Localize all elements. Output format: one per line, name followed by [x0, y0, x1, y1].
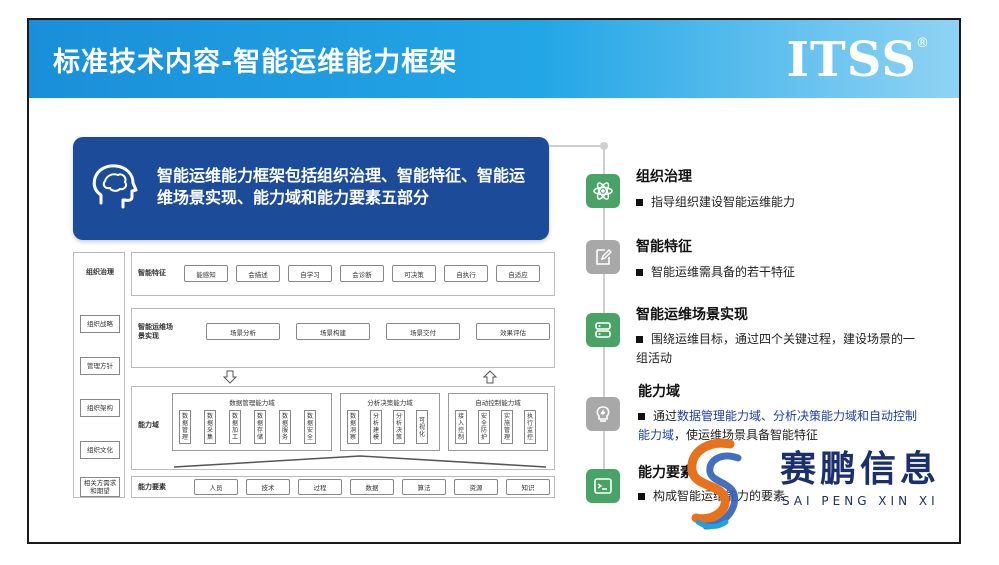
feature-pill: 自学习	[288, 265, 332, 282]
domain-item: 数据存储	[254, 410, 266, 444]
summary-box: 智能运维能力框架包括组织治理、智能特征、智能运维场景实现、能力域和能力要素五部分	[73, 137, 549, 240]
domain-item: 可视化	[416, 410, 428, 444]
item-desc: 围绕运维目标，通过四个关键过程，建设场景的一组活动	[636, 332, 916, 365]
framework-diagram: 组织治理 组织战略 管理方针 组织架构 组织文化 相关方需求和期望 智能特征 能…	[73, 252, 555, 498]
item-title: 智能运维场景实现	[636, 307, 748, 323]
domain-item: 数据采集	[204, 410, 216, 444]
edit-doc-icon	[586, 240, 620, 274]
domain-item: 数据洞察	[347, 410, 359, 444]
item-desc: 指导组织建设智能运维能力	[636, 193, 926, 212]
elements-row: 能力要素 人员 技术 过程 数据 算法 资源 知识	[131, 476, 555, 498]
scene-row: 智能运维场景实现 场景分析 场景构建 场景交付 效果评估	[131, 308, 555, 368]
registered-mark: ®	[916, 36, 929, 51]
governance-item: 组织文化	[80, 441, 120, 459]
domain-item: 分析建模	[370, 410, 382, 444]
domain-item: 实施管理	[501, 410, 513, 444]
item-title: 智能特征	[636, 239, 692, 255]
scene-pill: 效果评估	[476, 323, 550, 340]
element-pill: 数据	[350, 479, 394, 495]
scene-pill: 场景构建	[296, 323, 370, 340]
connector-line	[549, 145, 605, 147]
item-desc: 智能运维需具备的若干特征	[636, 263, 926, 282]
scene-pill: 场景交付	[386, 323, 460, 340]
item-title: 组织治理	[636, 169, 692, 185]
element-pill: 技术	[246, 479, 290, 495]
scene-label: 智能运维场景实现	[138, 323, 173, 340]
summary-text: 智能运维能力框架包括组织治理、智能特征、智能运维场景实现、能力域和能力要素五部分	[157, 166, 526, 207]
control-domain-box: 自动控制能力域 接入控制 安全防护 实施管理 执行监控	[448, 393, 548, 451]
element-pill: 过程	[298, 479, 342, 495]
up-arrow-icon	[483, 370, 497, 384]
item-title: 能力域	[638, 384, 680, 400]
element-pill: 人员	[194, 479, 238, 495]
item-desc: 通过数据管理能力域、分析决策能力域和自动控制能力域，使运维场景具备智能特征	[638, 409, 918, 442]
saipeng-logo-icon	[687, 438, 742, 530]
feature-pill: 会描述	[236, 265, 280, 282]
watermark-en: SAI PENG XIN XI	[782, 494, 939, 508]
head-brain-icon	[92, 164, 138, 209]
domain-item: 接入控制	[455, 410, 467, 444]
server-icon	[586, 313, 620, 347]
element-pill: 算法	[402, 479, 446, 495]
control-domain-title: 自动控制能力域	[475, 399, 521, 407]
down-arrow-icon	[223, 370, 237, 384]
data-domain-box: 数据管理能力域 数据管理 数据采集 数据加工 数据存储 数据服务 数据安全	[172, 393, 332, 451]
domain-item: 数据管理	[179, 410, 191, 444]
governance-item: 组织战略	[80, 315, 120, 333]
feature-pill: 自适应	[496, 265, 540, 282]
domain-item: 执行监控	[524, 410, 536, 444]
elements-label: 能力要素	[138, 483, 166, 491]
connector-dot	[600, 142, 608, 150]
page-title: 标准技术内容-智能运维能力框架	[53, 47, 458, 78]
feature-pill: 能感知	[184, 265, 228, 282]
governance-item: 相关方需求和期望	[80, 477, 120, 497]
watermark-cn: 赛鹏信息	[780, 449, 941, 490]
governance-title: 组织治理	[86, 268, 114, 276]
bulb-icon	[586, 397, 620, 431]
domain-item: 安全防护	[478, 410, 490, 444]
slide: 标准技术内容-智能运维能力框架 ITSS ® 智能运维能力框架包括组织治理、智能…	[27, 18, 961, 544]
itss-logo: ITSS	[786, 32, 917, 88]
support-bracket-icon	[173, 455, 547, 468]
terminal-icon	[586, 469, 620, 503]
data-domain-title: 数据管理能力域	[229, 399, 275, 407]
domain-label: 能力域	[138, 421, 159, 429]
element-pill: 资源	[454, 479, 498, 495]
feature-pill: 自执行	[444, 265, 488, 282]
governance-item: 管理方针	[80, 357, 120, 375]
scene-pill: 场景分析	[206, 323, 280, 340]
domain-item: 分析决策	[393, 410, 405, 444]
analysis-domain-title: 分析决策能力域	[367, 399, 413, 407]
features-label: 智能特征	[138, 269, 166, 277]
governance-column: 组织治理 组织战略 管理方针 组织架构 组织文化 相关方需求和期望	[73, 252, 125, 498]
company-watermark: 赛鹏信息 SAI PENG XIN XI	[672, 432, 972, 532]
feature-pill: 可决策	[392, 265, 436, 282]
atom-icon	[586, 174, 620, 208]
domain-row: 能力域 数据管理能力域 数据管理 数据采集 数据加工 数据存储 数据服务 数据安…	[131, 386, 555, 470]
domain-item: 数据服务	[279, 410, 291, 444]
domain-item: 数据安全	[304, 410, 316, 444]
feature-pill: 会诊断	[340, 265, 384, 282]
item-title: 能力要素	[638, 465, 694, 481]
title-banner: 标准技术内容-智能运维能力框架 ITSS ®	[29, 20, 959, 98]
features-row: 智能特征 能感知 会描述 自学习 会诊断 可决策 自执行 自适应	[131, 252, 555, 296]
element-pill: 知识	[506, 479, 550, 495]
analysis-domain-box: 分析决策能力域 数据洞察 分析建模 分析决策 可视化	[340, 393, 440, 451]
domain-item: 数据加工	[229, 410, 241, 444]
governance-item: 组织架构	[80, 399, 120, 417]
